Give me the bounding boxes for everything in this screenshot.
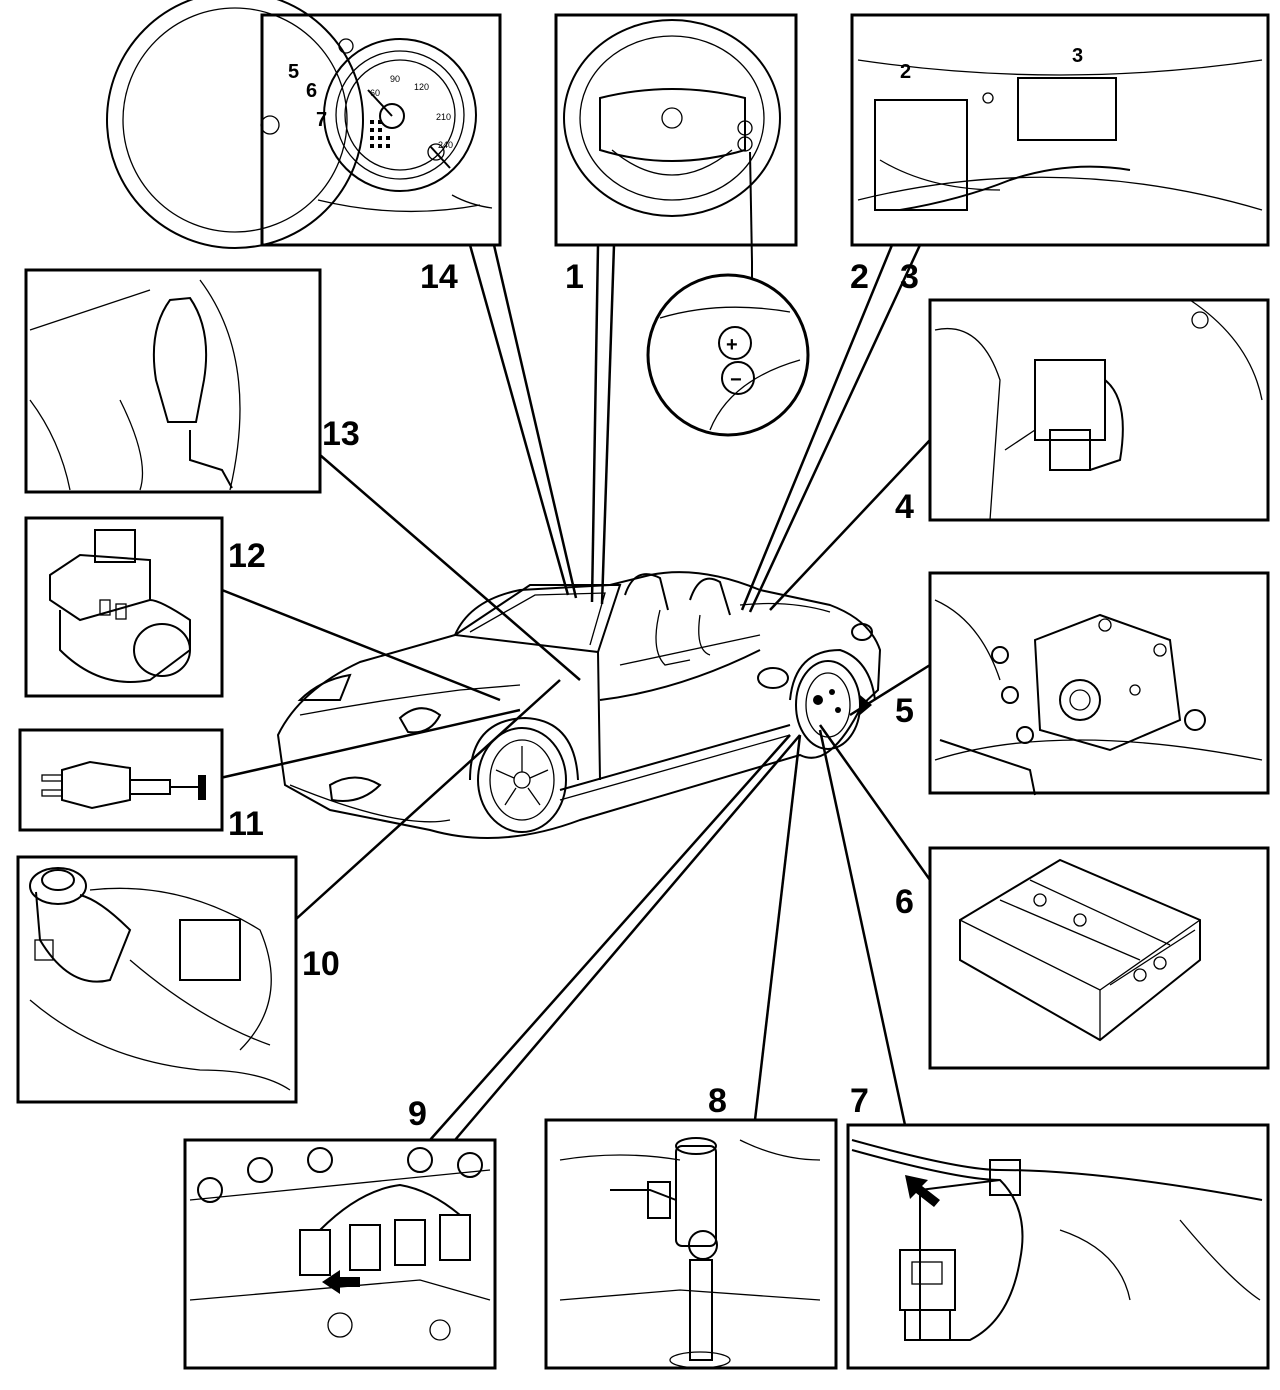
panel-12-switch [24,516,224,698]
callout-2: 2 [850,258,869,296]
callout-1: 1 [565,258,584,296]
selector-lever-knob [152,296,208,423]
tacho-label-5: 5 [288,61,299,83]
panel-10-booster [16,855,298,1104]
callout-9: 9 [408,1095,427,1133]
steering-button-detail: + − [646,262,810,437]
module-3-label: 3 [1072,45,1083,67]
switch-housing [1033,613,1182,752]
panel-1-steering-wheel [554,13,798,263]
tacho-label-6: 6 [306,80,317,102]
speedo-label-90: 90 [390,74,400,84]
panel-14-instrument-cluster: 5 6 7 60 90 120 210 240 [106,0,502,249]
panel-8-speed-sensor [544,1118,838,1370]
panel-13-selector-lever [24,268,322,494]
callout-3: 3 [900,258,919,296]
callout-13: 13 [322,415,360,453]
callout-7: 7 [850,1082,869,1120]
callout-12: 12 [228,537,266,575]
callout-10: 10 [302,945,340,983]
callout-5: 5 [895,692,914,730]
steering-minus-button [721,361,755,395]
plus-symbol: + [726,334,738,356]
callout-numbers: 14 1 2 3 4 5 6 7 8 9 10 11 12 13 [228,258,919,1133]
panel-9-solenoid-connectors [183,1138,497,1370]
speedo-label-60: 60 [370,88,380,98]
valve-body [959,858,1201,1042]
speedo-label-120: 120 [414,82,429,92]
leader-lines [219,244,932,1141]
panel-7-connector [846,1123,1270,1370]
speedo-label-210: 210 [436,112,451,122]
panel-4-relay [928,298,1270,522]
speed-sensor [675,1145,717,1247]
panel-6-valve-body [928,846,1270,1070]
control-module-2 [874,99,968,211]
car-illustration [276,571,882,839]
panel-5-gearbox-switch [928,571,1270,796]
minus-symbol: − [730,369,742,391]
tacho-label-7: 7 [316,109,327,131]
module-2-label: 2 [900,61,911,83]
callout-14: 14 [420,258,458,296]
tacho-dial-labels: 5 6 7 [288,61,327,131]
speedo-dial-labels: 60 90 120 210 240 [370,74,453,150]
callout-4: 4 [895,488,914,526]
speedo-label-240: 240 [438,140,453,150]
panel-11-plunger-switch [18,728,224,832]
relay-unit [1034,359,1106,441]
steering-plus-button [718,326,752,360]
callout-11: 11 [228,805,264,843]
callout-8: 8 [708,1082,727,1120]
callout-6: 6 [895,883,914,921]
control-module-3 [1017,77,1117,141]
panel-2-3-control-modules: 2 3 [850,13,1270,247]
